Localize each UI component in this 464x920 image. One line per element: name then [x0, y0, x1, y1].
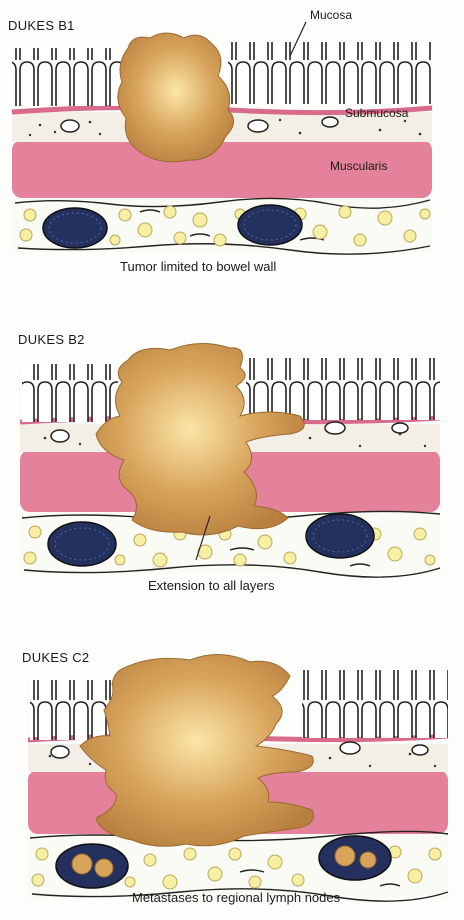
mucosa-layer-left [30, 680, 114, 740]
muscularis-label: Muscularis [330, 159, 387, 173]
panel-dukes-b2: DUKES B2 Extension to all layers [0, 320, 464, 610]
panel-caption: Metastases to regional lymph nodes [132, 890, 340, 905]
lymph-node-right-b1 [238, 205, 302, 245]
stage-label: DUKES B2 [18, 332, 85, 347]
lymph-node-right-b2 [306, 514, 374, 558]
panel-dukes-b1: DUKES B1 Mucosa Submucosa Muscularis Tum… [0, 0, 464, 290]
bowel-wall-diagram-b1 [0, 0, 464, 290]
lymph-node-left-b2 [48, 522, 116, 566]
lymph-node-metastatic-left [56, 844, 128, 888]
bowel-wall-diagram-b2 [0, 320, 464, 610]
mucosa-layer-left [12, 48, 122, 106]
bowel-wall-diagram-c2 [0, 640, 464, 920]
mucosa-layer-right [228, 42, 432, 104]
submucosa-label: Submucosa [345, 106, 408, 120]
stage-label: DUKES B1 [8, 18, 75, 33]
mucosa-layer-right [302, 670, 448, 738]
panel-caption: Extension to all layers [148, 578, 274, 593]
panel-caption: Tumor limited to bowel wall [120, 259, 276, 274]
tumor-mass-b1 [118, 33, 234, 162]
tumor-mass-c2 [80, 654, 313, 846]
mucosa-layer-left [22, 364, 118, 422]
mucosa-label: Mucosa [310, 8, 352, 22]
lymph-node-left-b1 [43, 208, 107, 248]
stage-label: DUKES C2 [22, 650, 89, 665]
mucosa-layer-right [246, 358, 440, 420]
lymph-node-metastatic-right [319, 836, 391, 880]
panel-dukes-c2: DUKES C2 Metastases to regional lymph no… [0, 640, 464, 920]
